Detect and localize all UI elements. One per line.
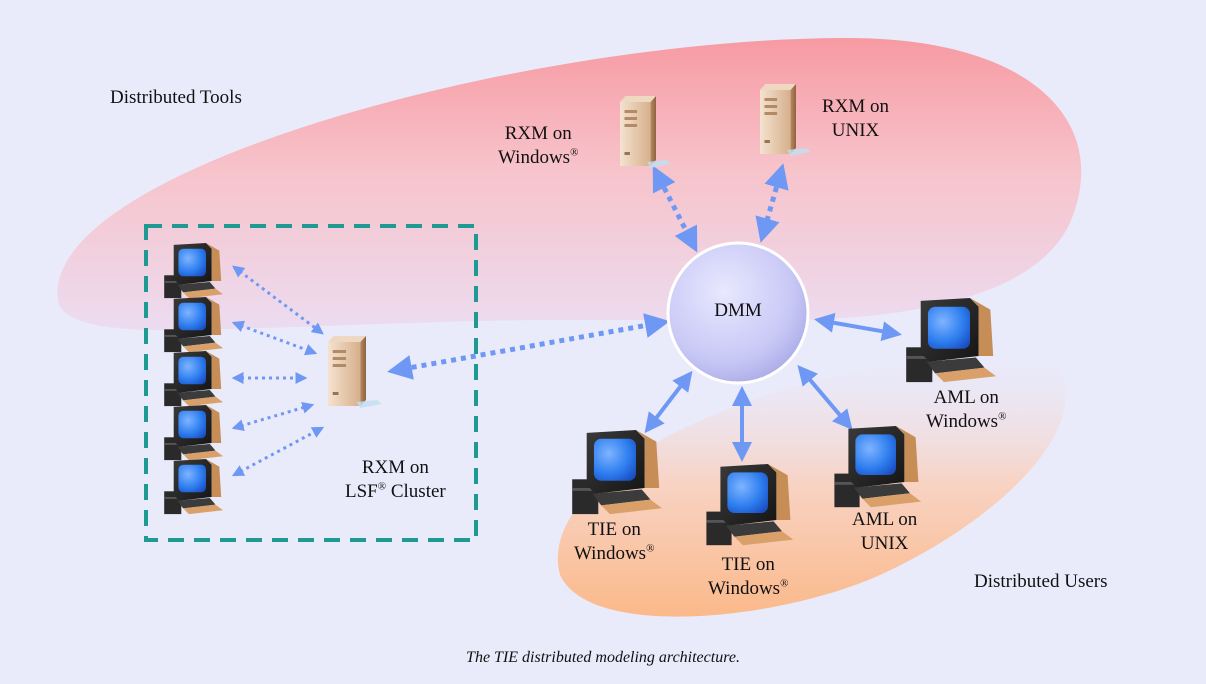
- registered-mark: ®: [780, 577, 789, 590]
- tie-windows-1-label: TIE on Windows®: [574, 518, 654, 566]
- tie-windows-1-line1: TIE on: [587, 519, 641, 540]
- registered-mark: ®: [998, 410, 1007, 423]
- tie-windows-1-line2: Windows: [574, 543, 647, 564]
- registered-mark: ®: [646, 542, 655, 555]
- tie-windows-2-label: TIE on Windows®: [708, 553, 788, 601]
- tie-windows-2-line1: TIE on: [721, 554, 775, 575]
- registered-mark: ®: [570, 146, 579, 159]
- rxm-unix-line2: UNIX: [831, 120, 880, 141]
- lsf-cluster-boundary: [144, 224, 478, 542]
- distributed-tools-label: Distributed Tools: [110, 87, 242, 108]
- arrow-dmm-tie-1: [644, 370, 693, 434]
- arrow-rxm-windows-dmm: [652, 165, 698, 253]
- aml-windows-line1: AML on: [933, 387, 999, 408]
- dmm-label: DMM: [714, 300, 762, 321]
- desktop-computer-icon: [164, 351, 224, 407]
- tie-windows-2-line2: Windows: [708, 578, 781, 599]
- rxm-lsf-line2-suffix: Cluster: [386, 481, 446, 502]
- arrow-dmm-aml-unix: [797, 364, 853, 431]
- users-region: [557, 348, 1066, 617]
- desktop-computer-icon: [572, 430, 663, 515]
- registered-mark: ®: [377, 480, 387, 493]
- desktop-computer-icon: [906, 298, 997, 383]
- arrow-cluster-pc4: [231, 401, 315, 432]
- arrow-cluster-pc2: [231, 320, 318, 356]
- figure-caption: The TIE distributed modeling architectur…: [466, 649, 740, 666]
- server-tower-icon: [328, 336, 382, 408]
- tools-region: [57, 37, 1082, 331]
- rxm-unix-line1: RXM on: [822, 96, 890, 117]
- rxm-lsf-line2: LSF: [345, 481, 378, 502]
- arrow-cluster-pc5: [231, 426, 325, 477]
- desktop-computer-icon: [164, 459, 224, 515]
- rxm-windows-label: RXM on Windows®: [498, 122, 578, 170]
- desktop-computer-icon: [164, 405, 224, 461]
- distributed-users-label: Distributed Users: [974, 571, 1108, 592]
- aml-unix-line1: AML on: [852, 509, 918, 530]
- arrow-dmm-aml-windows: [814, 312, 902, 342]
- rxm-windows-line2: Windows: [498, 147, 571, 168]
- rxm-lsf-line1: RXM on: [361, 457, 429, 478]
- arrow-rxm-unix-dmm: [755, 163, 789, 243]
- arrow-lsf-dmm: [387, 313, 670, 380]
- rxm-lsf-label: RXM on LSF® Cluster: [345, 456, 446, 504]
- rxm-windows-line1: RXM on: [504, 123, 572, 144]
- dmm-hub: [666, 241, 810, 385]
- aml-windows-line2: Windows: [926, 411, 999, 432]
- aml-unix-line2: UNIX: [860, 533, 909, 554]
- rxm-unix-label: RXM on UNIX: [822, 95, 889, 143]
- aml-windows-label: AML on Windows®: [926, 386, 1006, 434]
- aml-unix-label: AML on UNIX: [852, 508, 917, 556]
